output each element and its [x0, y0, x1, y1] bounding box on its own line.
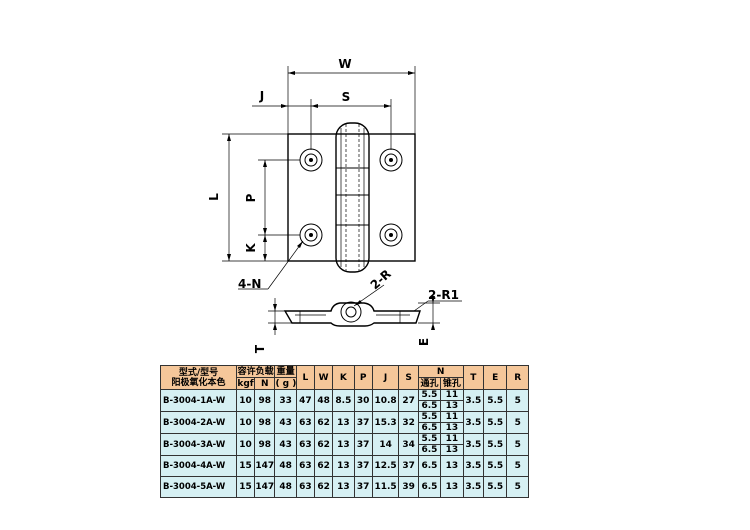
header-weight: 重量: [274, 365, 297, 378]
mounting-hole-top-left: [299, 148, 323, 172]
cell-n-through: 6.5: [417, 455, 442, 477]
dimension-l: L: [207, 133, 288, 262]
header-load-kgf: kgf: [235, 377, 256, 390]
mounting-hole-bottom-right: [379, 223, 403, 247]
header-weight-unit: ( g ): [274, 377, 297, 390]
header-e: E: [482, 365, 508, 390]
cell-model: B-3004-5A-W: [160, 476, 237, 498]
header-j: J: [371, 365, 400, 390]
cell-model: B-3004-3A-W: [160, 433, 237, 456]
hinge-plate: [287, 133, 416, 262]
dimension-j-s: J S: [252, 89, 392, 150]
table-header-row-2: kgf N ( g ) 通孔 锥孔: [161, 377, 529, 390]
table-row: B-3004-5A-W 15 147 48 63 62 13 37 11.5 3…: [160, 476, 529, 498]
hinge-front-view: [287, 122, 416, 273]
header-model: 型式/型号 阳极氧化本色: [160, 365, 237, 390]
dim-label-r1: 2-R1: [428, 288, 459, 302]
dim-label-p: P: [244, 193, 258, 202]
dim-label-n: 4-N: [238, 277, 261, 291]
leader-4-n: 4-N: [238, 240, 304, 291]
leader-2-r1: 2-R1: [413, 288, 462, 312]
hinge-knuckle: [335, 122, 370, 273]
leader-2-r: 2-R: [353, 267, 394, 307]
header-l: L: [295, 365, 316, 390]
dimension-e: E: [417, 296, 440, 346]
dim-label-l: L: [207, 193, 221, 201]
hinge-side-view: [283, 301, 421, 327]
header-allowable-load: 容许负载: [235, 365, 276, 378]
spec-table: 型式/型号 阳极氧化本色 容许负载 重量 L W K P J S N T E R…: [160, 365, 529, 498]
mounting-hole-top-right: [379, 148, 403, 172]
dimension-t: T: [253, 298, 292, 353]
table-row: B-3004-2A-W 10 98 43 63 62 13 37 15.3 32…: [160, 411, 529, 434]
header-r: R: [506, 365, 529, 390]
header-n-countersink: 锥孔: [440, 377, 464, 390]
dim-label-e: E: [417, 338, 431, 346]
dim-label-w: W: [338, 57, 351, 71]
dim-label-r: 2-R: [368, 267, 394, 293]
cell-n-through: 6.5: [417, 476, 442, 498]
dim-label-k: K: [244, 243, 258, 253]
cell-n-countersink: 13: [440, 455, 464, 477]
header-t: T: [462, 365, 484, 390]
side-knuckle-pin: [345, 306, 357, 318]
dimension-p-k: P K: [244, 159, 300, 261]
table-row: B-3004-3A-W 10 98 43 63 62 13 37 14 34 5…: [160, 433, 529, 456]
dim-label-t: T: [253, 344, 267, 353]
table-header-row-1: 型式/型号 阳极氧化本色 容许负载 重量 L W K P J S N T E R: [160, 365, 529, 390]
side-knuckle-outer: [340, 301, 362, 323]
dimension-w: W: [287, 57, 416, 134]
header-s: S: [398, 365, 419, 390]
table-row: B-3004-1A-W 10 98 33 47 48 8.5 30 10.8 2…: [160, 389, 529, 412]
cell-model: B-3004-1A-W: [160, 389, 237, 412]
header-n: N: [417, 365, 464, 378]
cell-n-countersink: 13: [440, 476, 464, 498]
hinge-drawing: W J S L P K 4-N: [207, 57, 462, 353]
mounting-hole-bottom-left: [299, 223, 323, 247]
dim-label-j: J: [259, 89, 264, 103]
dim-label-s: S: [342, 90, 351, 104]
header-w: W: [313, 365, 334, 390]
cell-model: B-3004-4A-W: [160, 455, 237, 477]
header-p: P: [353, 365, 373, 390]
table-row: B-3004-4A-W 15 147 48 63 62 13 37 12.5 3…: [160, 455, 529, 477]
cell-model: B-3004-2A-W: [160, 411, 237, 434]
header-load-n: N: [254, 377, 276, 390]
header-n-through: 通孔: [417, 377, 442, 390]
header-k: K: [332, 365, 355, 390]
